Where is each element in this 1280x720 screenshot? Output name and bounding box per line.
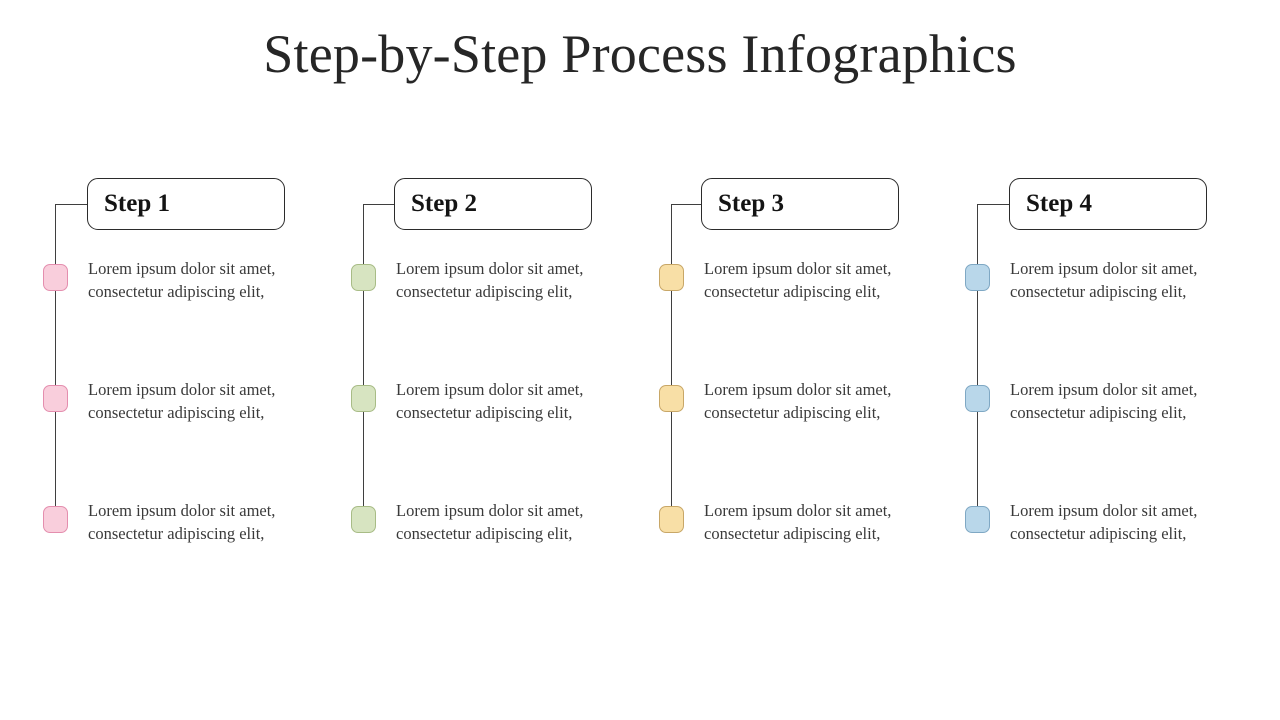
bullet-text-1-1: Lorem ipsum dolor sit amet, consectetur … bbox=[88, 257, 328, 303]
bullet-text-2-1: Lorem ipsum dolor sit amet, consectetur … bbox=[396, 257, 636, 303]
bullet-marker-3-3[interactable] bbox=[659, 506, 684, 533]
bullet-marker-2-1[interactable] bbox=[351, 264, 376, 291]
bullet-line-1: Lorem ipsum dolor sit amet, bbox=[88, 501, 276, 520]
bullet-line-2: consectetur adipiscing elit, bbox=[704, 403, 881, 422]
connector-elbow-horizontal-3 bbox=[671, 204, 703, 205]
bullet-line-1: Lorem ipsum dolor sit amet, bbox=[396, 501, 584, 520]
bullet-line-1: Lorem ipsum dolor sit amet, bbox=[396, 380, 584, 399]
connector-spine-3 bbox=[671, 204, 672, 519]
bullet-text-4-2: Lorem ipsum dolor sit amet, consectetur … bbox=[1010, 378, 1250, 424]
bullet-line-1: Lorem ipsum dolor sit amet, bbox=[88, 259, 276, 278]
bullet-text-4-1: Lorem ipsum dolor sit amet, consectetur … bbox=[1010, 257, 1250, 303]
bullet-text-4-3: Lorem ipsum dolor sit amet, consectetur … bbox=[1010, 499, 1250, 545]
bullet-marker-4-2[interactable] bbox=[965, 385, 990, 412]
step-column-3: Step 3 Lorem ipsum dolor sit amet, conse… bbox=[0, 0, 899, 720]
step-header-box-4[interactable]: Step 4 bbox=[1009, 178, 1207, 230]
step-column-2: Step 2 Lorem ipsum dolor sit amet, conse… bbox=[0, 0, 592, 720]
bullet-text-2-3: Lorem ipsum dolor sit amet, consectetur … bbox=[396, 499, 636, 545]
bullet-marker-3-1[interactable] bbox=[659, 264, 684, 291]
bullet-line-2: consectetur adipiscing elit, bbox=[88, 403, 265, 422]
bullet-marker-1-3[interactable] bbox=[43, 506, 68, 533]
bullet-line-2: consectetur adipiscing elit, bbox=[88, 524, 265, 543]
step-header-box-3[interactable]: Step 3 bbox=[701, 178, 899, 230]
bullet-line-2: consectetur adipiscing elit, bbox=[1010, 282, 1187, 301]
bullet-text-3-2: Lorem ipsum dolor sit amet, consectetur … bbox=[704, 378, 944, 424]
bullet-line-2: consectetur adipiscing elit, bbox=[396, 282, 573, 301]
bullet-line-2: consectetur adipiscing elit, bbox=[396, 524, 573, 543]
step-header-box-1[interactable]: Step 1 bbox=[87, 178, 285, 230]
step-column-4: Step 4 Lorem ipsum dolor sit amet, conse… bbox=[0, 0, 1207, 720]
bullet-marker-1-1[interactable] bbox=[43, 264, 68, 291]
bullet-line-2: consectetur adipiscing elit, bbox=[1010, 403, 1187, 422]
bullet-line-1: Lorem ipsum dolor sit amet, bbox=[1010, 259, 1198, 278]
bullet-marker-4-3[interactable] bbox=[965, 506, 990, 533]
bullet-line-1: Lorem ipsum dolor sit amet, bbox=[704, 501, 892, 520]
bullet-marker-2-2[interactable] bbox=[351, 385, 376, 412]
bullet-line-1: Lorem ipsum dolor sit amet, bbox=[1010, 380, 1198, 399]
bullet-line-2: consectetur adipiscing elit, bbox=[1010, 524, 1187, 543]
step-label-4: Step 4 bbox=[1026, 190, 1092, 217]
connector-elbow-horizontal-1 bbox=[55, 204, 88, 205]
bullet-line-2: consectetur adipiscing elit, bbox=[704, 282, 881, 301]
step-header-box-2[interactable]: Step 2 bbox=[394, 178, 592, 230]
bullet-marker-2-3[interactable] bbox=[351, 506, 376, 533]
page-title: Step-by-Step Process Infographics bbox=[263, 24, 1017, 84]
connector-elbow-horizontal-4 bbox=[977, 204, 1010, 205]
bullet-marker-3-2[interactable] bbox=[659, 385, 684, 412]
connector-spine-4 bbox=[977, 204, 978, 519]
step-label-2: Step 2 bbox=[411, 190, 477, 217]
bullet-line-1: Lorem ipsum dolor sit amet, bbox=[396, 259, 584, 278]
connector-elbow-horizontal-2 bbox=[363, 204, 396, 205]
connector-spine-1 bbox=[55, 204, 56, 519]
bullet-marker-1-2[interactable] bbox=[43, 385, 68, 412]
step-label-1: Step 1 bbox=[104, 190, 170, 217]
bullet-line-2: consectetur adipiscing elit, bbox=[396, 403, 573, 422]
bullet-line-2: consectetur adipiscing elit, bbox=[88, 282, 265, 301]
bullet-text-2-2: Lorem ipsum dolor sit amet, consectetur … bbox=[396, 378, 636, 424]
bullet-line-1: Lorem ipsum dolor sit amet, bbox=[88, 380, 276, 399]
step-column-1: Step 1 Lorem ipsum dolor sit amet, conse… bbox=[0, 0, 320, 720]
bullet-line-1: Lorem ipsum dolor sit amet, bbox=[704, 259, 892, 278]
bullet-text-3-3: Lorem ipsum dolor sit amet, consectetur … bbox=[704, 499, 944, 545]
bullet-line-1: Lorem ipsum dolor sit amet, bbox=[704, 380, 892, 399]
step-label-3: Step 3 bbox=[718, 190, 784, 217]
bullet-line-2: consectetur adipiscing elit, bbox=[704, 524, 881, 543]
bullet-text-1-3: Lorem ipsum dolor sit amet, consectetur … bbox=[88, 499, 328, 545]
connector-spine-2 bbox=[363, 204, 364, 519]
bullet-text-1-2: Lorem ipsum dolor sit amet, consectetur … bbox=[88, 378, 328, 424]
bullet-text-3-1: Lorem ipsum dolor sit amet, consectetur … bbox=[704, 257, 944, 303]
bullet-line-1: Lorem ipsum dolor sit amet, bbox=[1010, 501, 1198, 520]
bullet-marker-4-1[interactable] bbox=[965, 264, 990, 291]
